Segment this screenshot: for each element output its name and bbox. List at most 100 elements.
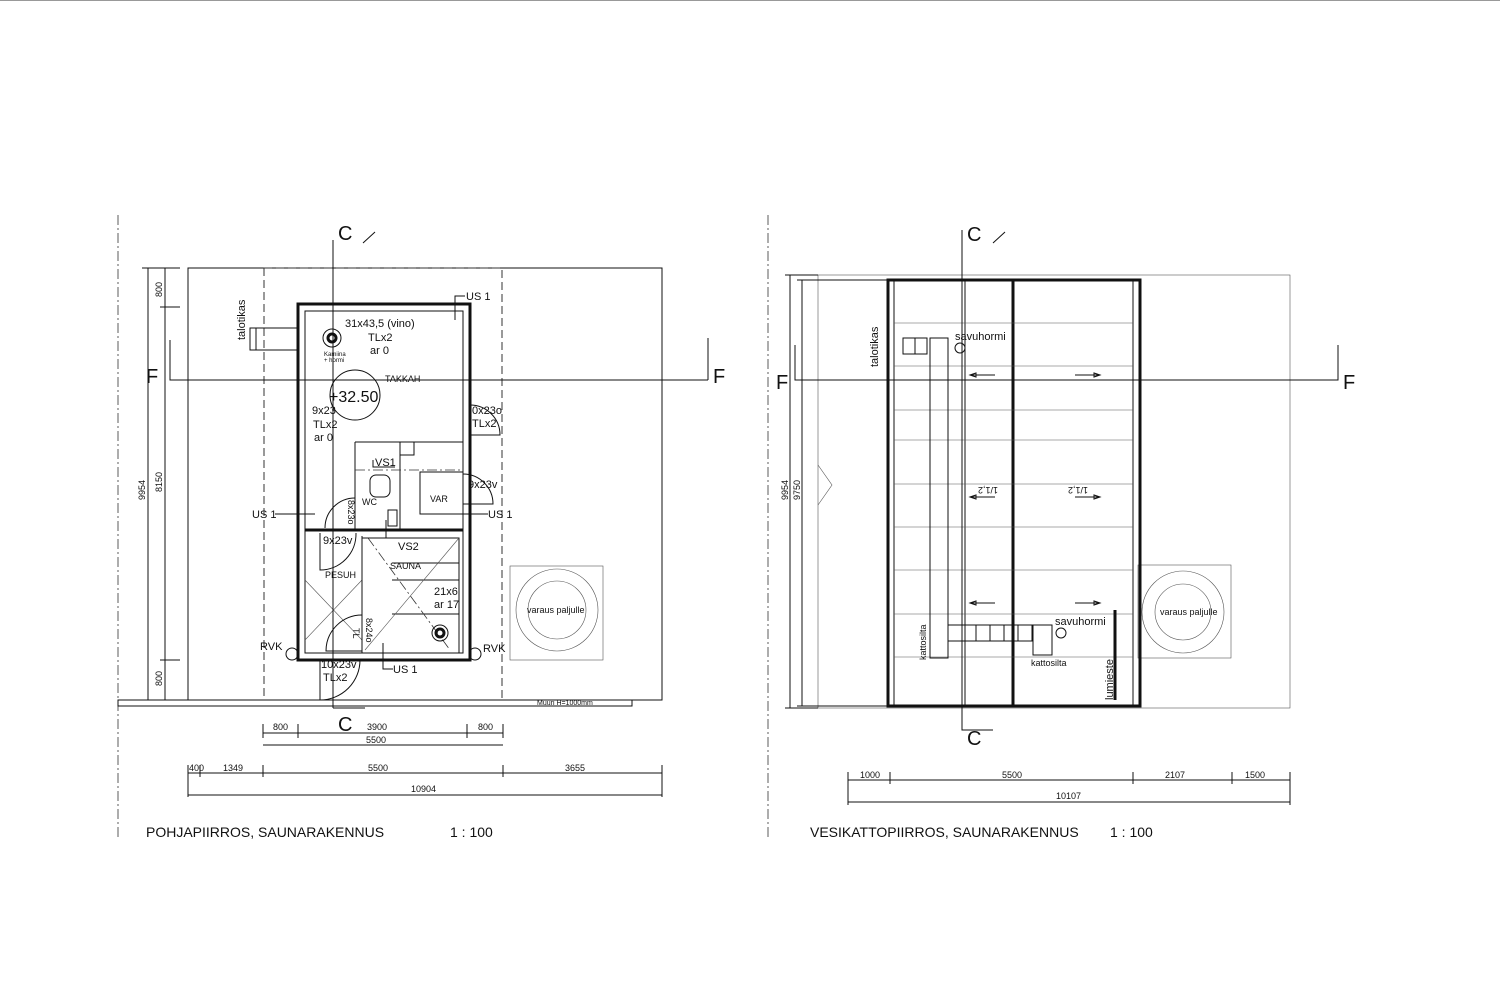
roof-dim-2: 2107 [1165, 770, 1185, 780]
window-left-tl: TLx2 [313, 419, 337, 431]
section-f-left: F [146, 366, 158, 388]
section-line-roof [794, 230, 963, 381]
hot-tub-reserve [509, 565, 604, 661]
dim-row1-0: 800 [273, 722, 288, 732]
talotikas-label: talotikas [236, 299, 248, 340]
dim-row2-3: 3655 [565, 763, 585, 773]
entry-door-tl: TLx2 [323, 672, 347, 684]
slope-label-right: 1/1,2 [1068, 485, 1088, 495]
hot-tub-label: varaus paljulle [527, 605, 585, 615]
dim-row1-1: 3900 [367, 722, 387, 732]
rvk-label-right: RVK [483, 643, 506, 655]
dim-row1-2: 800 [478, 722, 493, 732]
talotikas-label-roof: talotikas [869, 326, 881, 367]
sauna-benches [361, 537, 460, 654]
room-var: VAR [430, 494, 448, 504]
entry-door-label: 10x23v [321, 659, 357, 671]
roof-walkway-small [1032, 624, 1053, 656]
slope-label-left: 1/1,2 [978, 485, 998, 495]
section-line-left [169, 240, 334, 381]
window-top-ar: ar 0 [370, 345, 389, 357]
roof-dim-0: 1000 [860, 770, 880, 780]
dim-row2-0: 400 [189, 763, 204, 773]
section-c-top-roof: C [967, 224, 981, 246]
muuri-label: Muuri H=1000mm [537, 700, 593, 707]
kattosilta-label-bottom: kattosilta [1031, 658, 1067, 668]
savuhormi-label-top: savuhormi [955, 331, 1006, 343]
hormi-label: + hormi [324, 358, 344, 364]
hot-tub-label-roof: varaus paljulle [1160, 607, 1218, 617]
chimney-icon-bottom [1055, 627, 1067, 639]
building-outer-wall [296, 302, 472, 662]
window-left-ar: ar 0 [314, 432, 333, 444]
door-right-tl: TLx2 [472, 418, 496, 430]
roof-dim-v-inner: 9750 [792, 480, 802, 500]
stove-icon [322, 328, 342, 348]
level-value: +32.50 [329, 389, 378, 406]
sauna-ar-label: ar 17 [434, 599, 459, 611]
door-sauna-label: 8x24o [364, 618, 374, 643]
section-f-left-roof: F [776, 372, 788, 394]
kamiina-label: Kamiina [324, 352, 346, 358]
dim-row2-total: 10904 [411, 784, 436, 794]
chimney-icon-top [954, 342, 966, 354]
rvk-drain-icon-left [285, 647, 299, 661]
us1-label-top: US 1 [466, 291, 490, 303]
section-c-bottom: C [338, 714, 352, 736]
vs2-label: VS2 [398, 541, 419, 553]
door-swing-right [469, 404, 501, 436]
dim-row2-1: 1349 [223, 763, 243, 773]
sauna-stove-icon [431, 624, 449, 642]
room-sauna: SAUNA [390, 561, 421, 571]
roof-walkway [929, 337, 949, 659]
dim-row1-total: 5500 [366, 735, 386, 745]
section-c-bottom-roof: C [967, 728, 981, 750]
door-var-label: 9x23v [468, 479, 498, 491]
window-left-label: 9x23 [312, 405, 336, 417]
roof-plan: varaus paljulle talotikas savuhormi savu… [776, 224, 1355, 840]
lumieste-label: lumieste [1104, 659, 1116, 700]
roof-dim-3: 1500 [1245, 770, 1265, 780]
dim-v-top: 800 [154, 282, 164, 297]
section-c-top: C [338, 223, 352, 245]
roof-outline-dashed [263, 267, 503, 701]
dim-v-middle: 8150 [154, 472, 164, 492]
sauna-window-label: 21x6 [434, 586, 458, 598]
deck-outline [817, 274, 1291, 709]
window-top-tl: TLx2 [368, 332, 392, 344]
sink-icon [399, 441, 415, 456]
roof-dim-total: 10107 [1056, 791, 1081, 801]
floor-plan: talotikas Kamiina + hormi 31x43,5 (vino)… [117, 223, 725, 840]
dim-v-bottom: 800 [154, 671, 164, 686]
wall-muuri [117, 699, 633, 707]
us1-label-right: US 1 [488, 509, 512, 521]
slope-arrows [968, 372, 1102, 606]
plan-scale: 1 : 100 [450, 824, 493, 840]
room-takkah: TAKKAH [385, 374, 420, 384]
roof-dim-1: 5500 [1002, 770, 1022, 780]
section-f-right-roof: F [1343, 372, 1355, 394]
roof-plan-scale: 1 : 100 [1110, 824, 1153, 840]
plan-title: POHJAPIIRROS, SAUNARAKENNUS [146, 824, 384, 840]
door-pesuh-label: 9x23v [323, 535, 353, 547]
room-pesuh: PESUH [325, 570, 356, 580]
door-sauna-tl: TL [351, 628, 361, 639]
hot-tub-reserve-roof [1137, 564, 1232, 659]
vs1-label: VS1 [375, 457, 396, 469]
kattosilta-label-left: kattosilta [918, 624, 928, 660]
toilet-icon [369, 474, 391, 498]
dim-row2-2: 5500 [368, 763, 388, 773]
room-wc: WC [362, 497, 377, 507]
section-f-right: F [713, 366, 725, 388]
us1-label-left: US 1 [252, 509, 276, 521]
dim-v-total: 9954 [137, 480, 147, 500]
us1-label-bottom: US 1 [393, 664, 417, 676]
door-right-label: 0x23o [472, 405, 502, 417]
rvk-label-left: RVK [260, 641, 283, 653]
door-wc-label: 8x23o [346, 500, 356, 525]
house-ladder [249, 327, 299, 351]
savuhormi-label-bottom: savuhormi [1055, 616, 1106, 628]
level-marker [329, 369, 381, 421]
rvk-drain-icon-right [468, 647, 482, 661]
